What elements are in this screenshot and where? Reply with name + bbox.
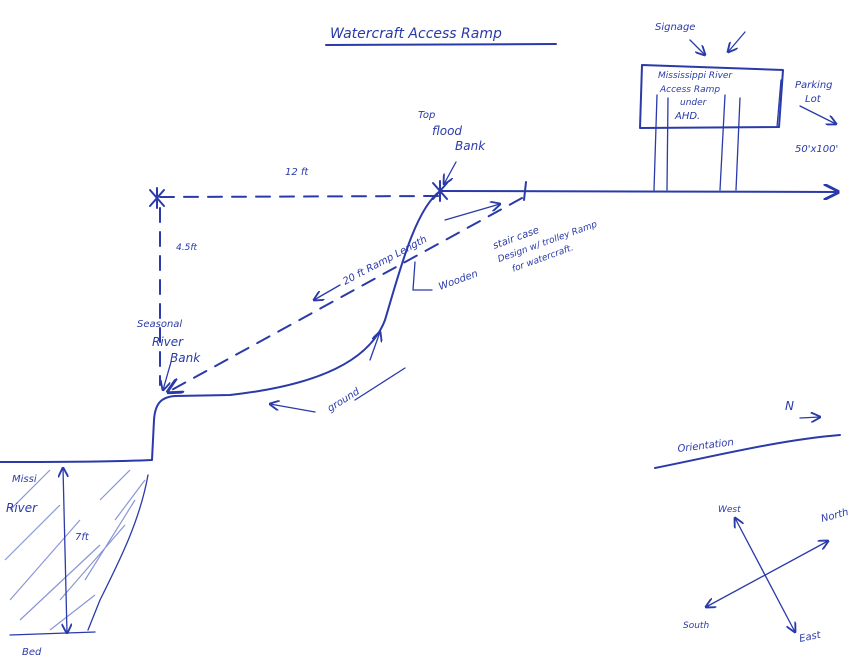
river-bed-outline [9,474,149,636]
parking-arrow [799,105,836,124]
seasonal-bank-line3: Bank [170,351,201,365]
top-flood-bank-label: Top flood Bank [418,110,486,184]
river-section: 7ft Missi River Bed [4,468,149,658]
ground-underline [354,367,406,401]
stair-note-bracket [412,261,433,291]
flood-bank-line3: Bank [455,139,486,153]
river-bed-label: Bed [22,647,42,658]
sign-text-line4: AHD. [674,111,700,122]
signage-arrow-right [728,31,746,52]
sign-text-line3: under [680,98,708,108]
sign-text-line1: Mississippi River [658,71,733,81]
north-arrow [799,417,820,418]
compass-east: East [798,629,822,644]
orientation-underline [654,434,841,469]
compass: West North South East [683,505,850,645]
river-label-line1: Missi [12,474,37,485]
top-ground-line [439,191,838,192]
seasonal-bank-line1: Seasonal [137,319,182,330]
parking-label-line2: Lot [805,94,822,105]
signage-label: Signage [655,22,695,33]
ground-arrow-up [369,332,380,361]
horizontal-distance: 12 ft [285,167,309,178]
title-underline [325,43,557,46]
signage-arrow-left [689,39,705,55]
parking-label-line1: Parking [795,80,833,91]
orientation: N Orientation [654,399,841,469]
parking-lot-note: Parking Lot 50'x100' [795,80,838,155]
stair-note-line1: Wooden [437,268,479,292]
ramp-length-label: 20 ft Ramp Length [341,234,429,288]
seasonal-bank-arrow [163,361,172,390]
signage: Signage Mississippi River Access Ramp un… [639,22,784,191]
ground-tick [523,181,527,201]
parking-size: 50'x100' [795,144,838,155]
ground-label: ground [326,386,363,415]
sign-board [639,64,784,129]
horizontal-dimension-line [159,195,439,198]
bank-profile [0,190,441,463]
vertical-distance: 4.5ft [176,243,197,253]
seasonal-bank-line2: River [152,335,184,349]
river-label-line2: River [6,501,38,515]
title-block: Watercraft Access Ramp [325,26,557,46]
flood-bank-line2: flood [432,124,462,138]
sign-text-line2: Access Ramp [659,85,720,95]
compass-west: West [718,505,741,515]
compass-north: North [820,507,850,525]
ramp-dashed-line [168,197,523,392]
ground-arrow-left [270,404,316,413]
south-north-arrow [706,541,828,607]
depth-arrow [63,468,67,633]
flood-bank-line1: Top [418,110,435,121]
stair-note: Wooden stair case Design w/ trolley Ramp… [437,220,599,293]
ramp-length-arrow-left [314,284,341,300]
ramp-length-arrow-right [444,204,500,221]
sign-posts [653,79,782,191]
compass-south: South [683,621,709,631]
river-depth: 7ft [75,532,90,543]
flood-bank-arrow [444,161,457,184]
star-marker-left [149,187,165,209]
diagram-title: Watercraft Access Ramp [330,26,502,42]
north-marker: N [785,399,794,413]
